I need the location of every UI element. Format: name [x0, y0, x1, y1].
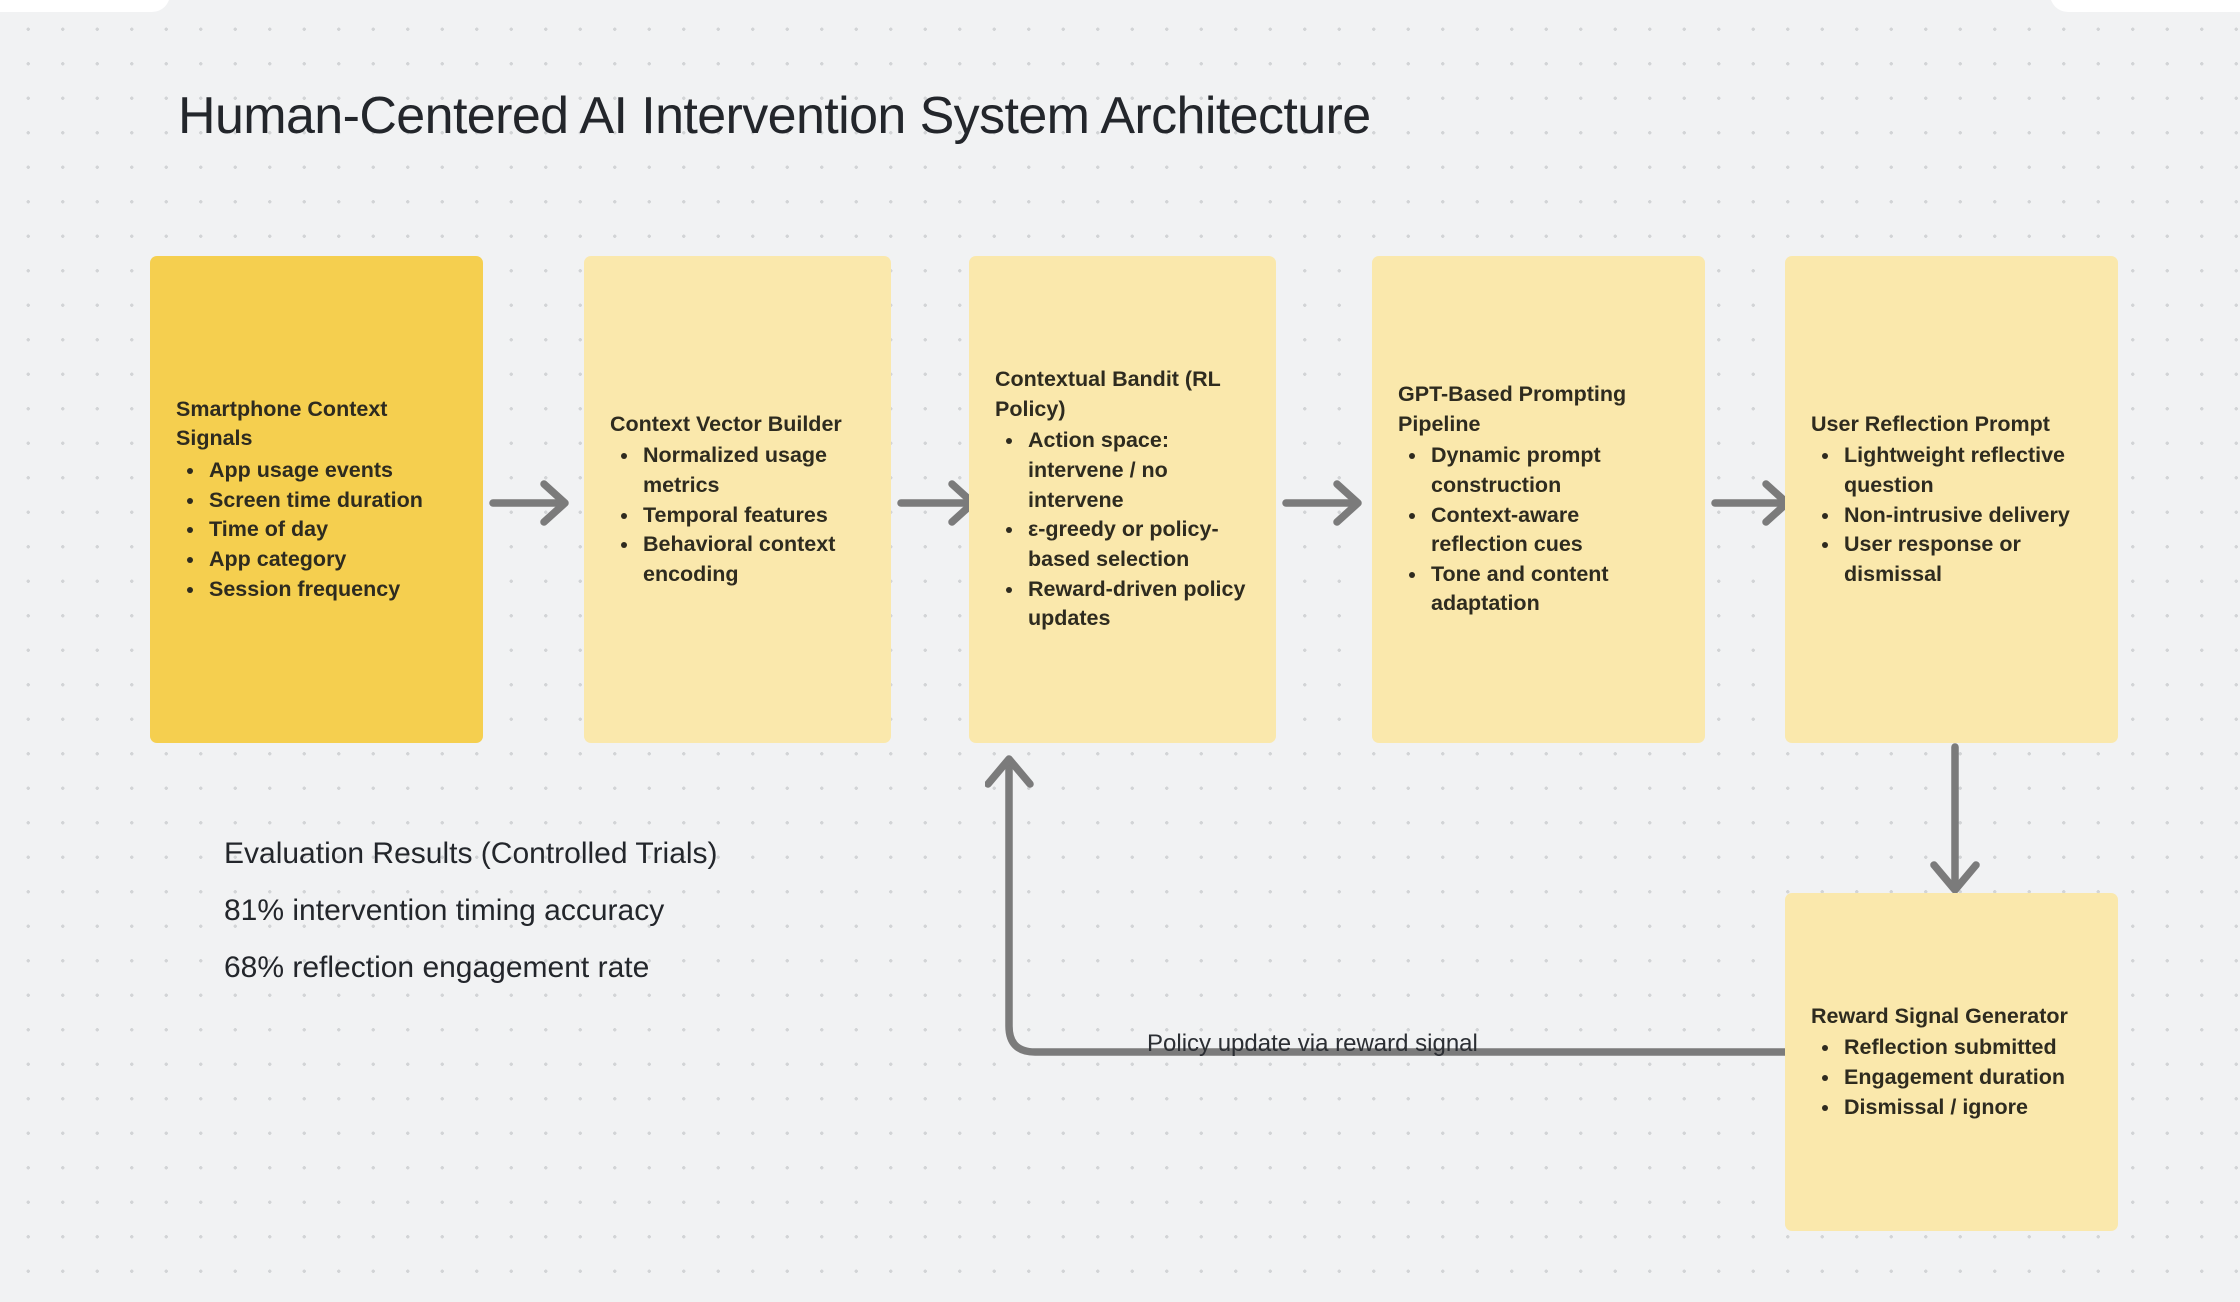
feedback-loop-label: Policy update via reward signal: [1147, 1030, 1478, 1057]
list-item: Screen time duration: [206, 486, 457, 516]
node-bullet-list: Dynamic prompt construction Context-awar…: [1398, 441, 1679, 619]
evaluation-metric: 68% reflection engagement rate: [224, 951, 650, 984]
node-title: GPT-Based Prompting Pipeline: [1398, 381, 1627, 436]
evaluation-metric: 81% intervention timing accuracy: [224, 894, 665, 927]
node-title: Context Vector Builder: [610, 411, 842, 436]
node-contextual-bandit[interactable]: Contextual Bandit (RL Policy) Action spa…: [969, 256, 1276, 743]
list-item: Dynamic prompt construction: [1428, 441, 1679, 500]
arrow-down-icon: [1930, 743, 1980, 894]
list-item: App usage events: [206, 456, 457, 486]
list-item: App category: [206, 545, 457, 575]
panel-corner-top-left: [0, 0, 170, 12]
node-title: Contextual Bandit (RL Policy): [995, 367, 1221, 421]
list-item: Normalized usage metrics: [640, 441, 865, 500]
node-gpt-based-prompting-pipeline[interactable]: GPT-Based Prompting Pipeline Dynamic pro…: [1372, 256, 1705, 743]
node-title: Reward Signal Generator: [1811, 1003, 2068, 1028]
feedback-loop-arrow-icon: [985, 755, 1794, 1056]
node-bullet-list: Normalized usage metrics Temporal featur…: [610, 441, 865, 589]
evaluation-heading: Evaluation Results (Controlled Trials): [224, 837, 718, 870]
panel-corner-top-right: [2050, 0, 2240, 12]
node-title: User Reflection Prompt: [1811, 411, 2050, 436]
list-item: ε-greedy or policy-based selection: [1025, 515, 1250, 574]
list-item: Dismissal / ignore: [1841, 1093, 2092, 1123]
list-item: Temporal features: [640, 501, 865, 531]
list-item: User response or dismissal: [1841, 530, 2092, 589]
node-bullet-list: Action space: intervene / no intervene ε…: [995, 426, 1250, 634]
evaluation-results-block: Evaluation Results (Controlled Trials) 8…: [224, 825, 824, 996]
node-context-vector-builder[interactable]: Context Vector Builder Normalized usage …: [584, 256, 891, 743]
node-bullet-list: Reflection submitted Engagement duration…: [1811, 1033, 2092, 1122]
list-item: Session frequency: [206, 575, 457, 605]
node-user-reflection-prompt[interactable]: User Reflection Prompt Lightweight refle…: [1785, 256, 2118, 743]
node-title: Smartphone Context Signals: [176, 396, 388, 451]
list-item: Reward-driven policy updates: [1025, 575, 1250, 634]
node-bullet-list: Lightweight reflective question Non-intr…: [1811, 441, 2092, 589]
list-item: Tone and content adaptation: [1428, 560, 1679, 619]
list-item: Time of day: [206, 515, 457, 545]
list-item: Context-aware reflection cues: [1428, 501, 1679, 560]
list-item: Action space: intervene / no intervene: [1025, 426, 1250, 515]
arrow-right-icon: [1282, 480, 1362, 526]
node-reward-signal-generator[interactable]: Reward Signal Generator Reflection submi…: [1785, 893, 2118, 1231]
diagram-title: Human-Centered AI Intervention System Ar…: [178, 87, 1371, 145]
node-smartphone-context-signals[interactable]: Smartphone Context Signals App usage eve…: [150, 256, 483, 743]
arrow-right-icon: [489, 480, 569, 526]
list-item: Non-intrusive delivery: [1841, 501, 2092, 531]
list-item: Lightweight reflective question: [1841, 441, 2092, 500]
list-item: Reflection submitted: [1841, 1033, 2092, 1063]
list-item: Behavioral context encoding: [640, 530, 865, 589]
list-item: Engagement duration: [1841, 1063, 2092, 1093]
node-bullet-list: App usage events Screen time duration Ti…: [176, 456, 457, 604]
